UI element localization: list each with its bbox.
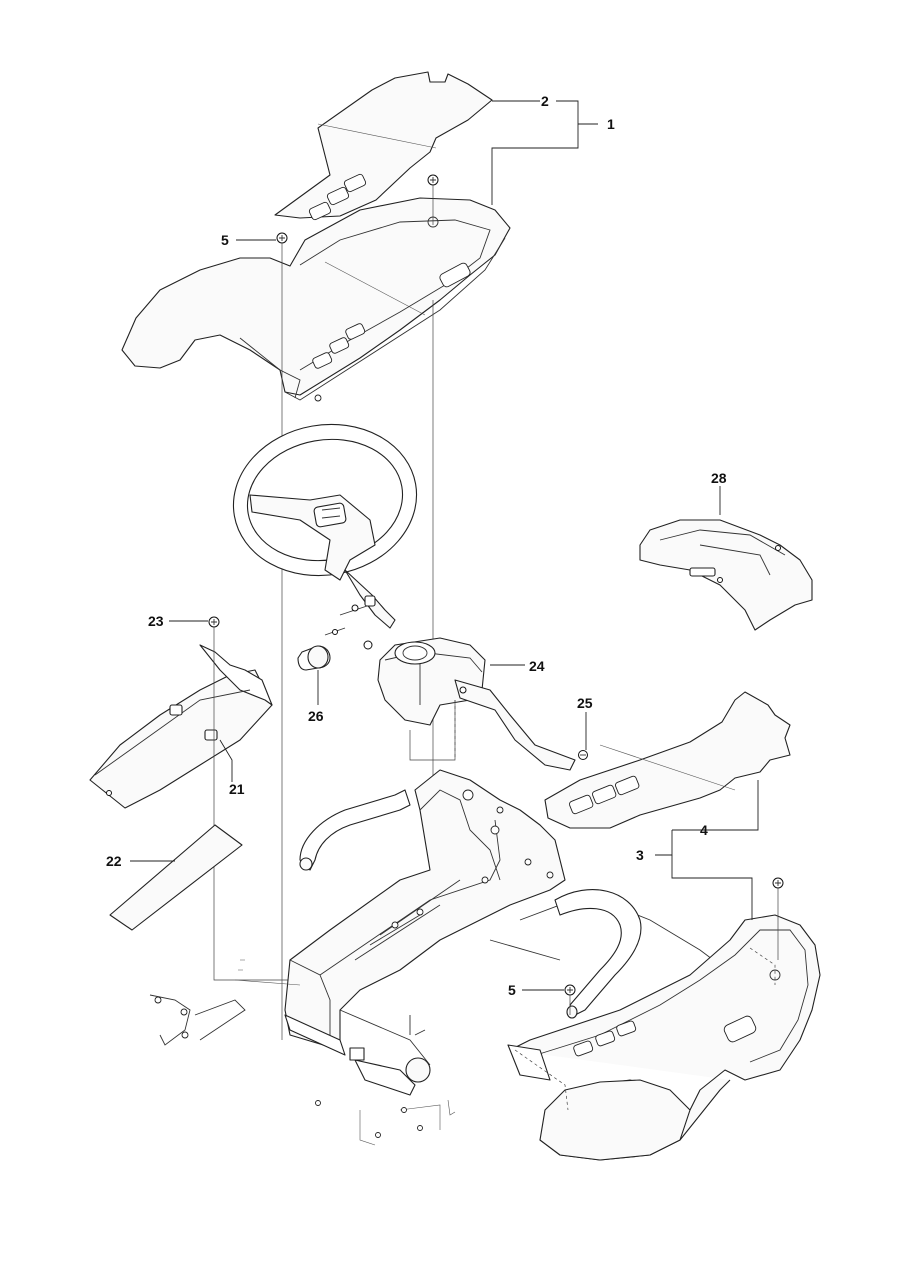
steering-wheel xyxy=(232,423,418,629)
bottom-floor-mat xyxy=(544,691,791,829)
callout-5-bottom: 5 xyxy=(508,982,516,998)
top-fender xyxy=(121,197,511,402)
part-26-bushing xyxy=(297,645,331,671)
callout-4: 4 xyxy=(700,822,708,838)
screw-23 xyxy=(208,616,220,628)
part-21-panel xyxy=(89,644,273,809)
callout-3: 3 xyxy=(636,847,644,863)
main-frame xyxy=(149,769,741,1146)
screw-25 xyxy=(578,750,588,760)
callout-23: 23 xyxy=(148,613,164,629)
part-28-cover xyxy=(639,519,813,631)
callout-28: 28 xyxy=(711,470,727,486)
callout-25: 25 xyxy=(577,695,593,711)
part-24-console xyxy=(363,637,576,771)
screw-top-left xyxy=(276,232,288,244)
callout-22: 22 xyxy=(106,853,122,869)
callout-24: 24 xyxy=(529,658,545,674)
top-floor-mat xyxy=(274,71,493,221)
callout-26: 26 xyxy=(308,708,324,724)
screw-bottom-center xyxy=(564,984,576,996)
bottom-fender xyxy=(507,914,821,1161)
screw-top-right xyxy=(427,174,439,186)
part-22-strip xyxy=(109,824,243,931)
callout-21: 21 xyxy=(229,781,245,797)
screw-bottom-right xyxy=(772,877,784,889)
callout-5-top: 5 xyxy=(221,232,229,248)
steering-shaft-parts xyxy=(324,595,376,636)
callout-1: 1 xyxy=(607,116,615,132)
callout-2: 2 xyxy=(541,93,549,109)
